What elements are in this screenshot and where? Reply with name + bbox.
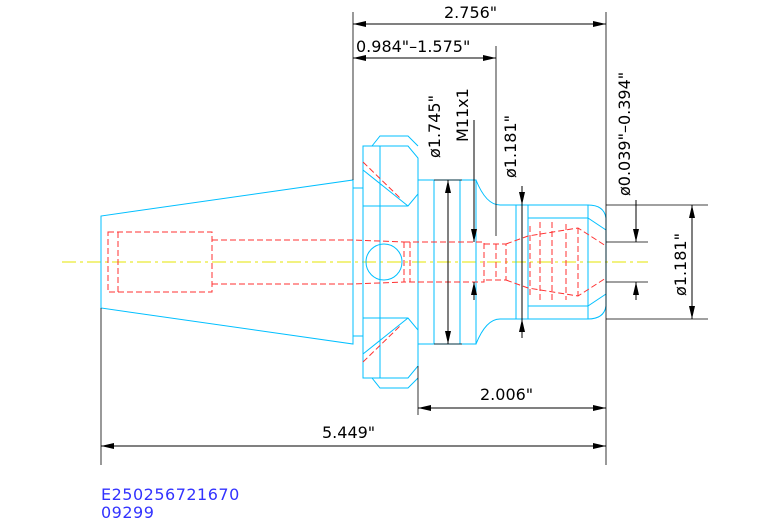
holder-outline — [100, 135, 607, 389]
dim-gauge-length: 2.006" — [480, 385, 533, 404]
dim-flange-diameter: ø1.745" — [425, 95, 444, 158]
dim-body-diameter: ø1.181" — [671, 233, 690, 296]
part-code-line1: E250256721670 — [101, 485, 240, 504]
dim-collet-range: ø0.039"–0.394" — [615, 72, 634, 196]
dim-overall-reach: 2.756" — [444, 3, 497, 22]
dim-thread: M11x1 — [453, 88, 472, 142]
dim-nut-diameter: ø1.181" — [501, 115, 520, 178]
dim-clamping-range: 0.984"–1.575" — [356, 37, 470, 56]
dim-total-length: 5.449" — [322, 423, 375, 442]
dimension-lines — [100, 12, 708, 465]
part-code-line2: 09299 — [101, 503, 154, 522]
hidden-lines — [107, 161, 607, 363]
